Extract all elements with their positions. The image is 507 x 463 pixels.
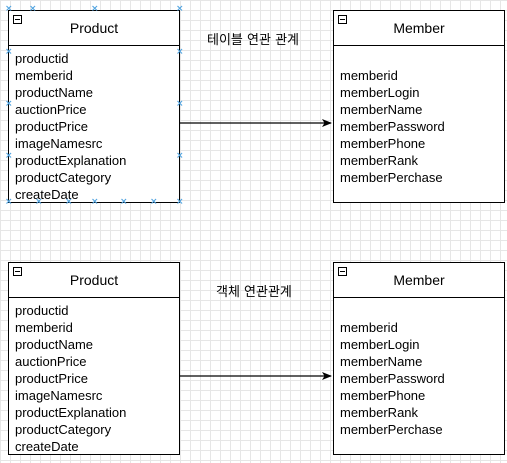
field-memberpassword: memberPassword bbox=[340, 119, 445, 134]
relation-label-1: 테이블 연관 관계 bbox=[207, 33, 299, 48]
field-list: productid memberid productName auctionPr… bbox=[15, 50, 126, 203]
selection-handle-icon[interactable]: × bbox=[176, 99, 184, 109]
entity-title: Member bbox=[393, 272, 445, 288]
field-createdate: createDate bbox=[15, 187, 79, 202]
selection-handle-icon[interactable]: × bbox=[176, 4, 184, 14]
collapse-icon[interactable] bbox=[338, 267, 347, 276]
field-productid: productid bbox=[15, 51, 69, 66]
field-membername: memberName bbox=[340, 102, 423, 117]
field-memberlogin: memberLogin bbox=[340, 85, 420, 100]
selection-handle-icon[interactable]: × bbox=[91, 4, 99, 14]
field-productprice: productPrice bbox=[15, 119, 88, 134]
entity-product-1[interactable]: Product productid memberid productName a… bbox=[8, 10, 180, 203]
field-productcategory: productCategory bbox=[15, 422, 112, 437]
field-productprice: productPrice bbox=[15, 371, 88, 386]
field-productid: productid bbox=[15, 303, 69, 318]
collapse-icon[interactable] bbox=[13, 15, 22, 24]
field-memberid: memberid bbox=[340, 68, 398, 83]
field-productname: productName bbox=[15, 85, 94, 100]
entity-product-2[interactable]: Product productid memberid productName a… bbox=[8, 262, 180, 455]
selection-handle-icon[interactable]: × bbox=[176, 151, 184, 161]
field-createdate: createDate bbox=[15, 439, 79, 454]
entity-header: Member bbox=[334, 263, 504, 298]
entity-header: Product bbox=[9, 263, 179, 298]
field-productcategory: productCategory bbox=[15, 170, 112, 185]
entity-member-2[interactable]: Member memberid memberLogin memberName m… bbox=[333, 262, 505, 455]
selection-handle-icon[interactable]: × bbox=[176, 197, 184, 207]
field-memberpassword: memberPassword bbox=[340, 371, 445, 386]
selection-handle-icon[interactable]: × bbox=[150, 197, 158, 207]
field-memberperchase: memberPerchase bbox=[340, 422, 443, 437]
field-imagenamesrc: imageNamesrc bbox=[15, 136, 103, 151]
entity-member-1[interactable]: Member memberid memberLogin memberName m… bbox=[333, 10, 505, 203]
field-membername: memberName bbox=[340, 354, 423, 369]
field-list: memberid memberLogin memberName memberPa… bbox=[340, 319, 445, 438]
selection-handle-icon[interactable]: × bbox=[5, 151, 13, 161]
selection-handle-icon[interactable]: × bbox=[5, 4, 13, 14]
field-memberrank: memberRank bbox=[340, 153, 419, 168]
field-productexplanation: productExplanation bbox=[15, 153, 127, 168]
field-productexplanation: productExplanation bbox=[15, 405, 127, 420]
field-memberlogin: memberLogin bbox=[340, 337, 420, 352]
entity-header: Product bbox=[9, 11, 179, 46]
relation-label-2: 객체 연관관계 bbox=[216, 285, 292, 300]
entity-header: Member bbox=[334, 11, 504, 46]
collapse-icon[interactable] bbox=[338, 15, 347, 24]
entity-title: Product bbox=[69, 272, 119, 288]
field-memberphone: memberPhone bbox=[340, 388, 426, 403]
selection-handle-icon[interactable]: × bbox=[65, 197, 73, 207]
selection-handle-icon[interactable]: × bbox=[91, 197, 99, 207]
field-memberphone: memberPhone bbox=[340, 136, 426, 151]
field-memberperchase: memberPerchase bbox=[340, 170, 443, 185]
selection-handle-icon[interactable]: × bbox=[35, 197, 43, 207]
field-list: productid memberid productName auctionPr… bbox=[15, 302, 126, 455]
field-memberid: memberid bbox=[15, 68, 73, 83]
selection-handle-icon[interactable]: × bbox=[29, 4, 37, 14]
field-list: memberid memberLogin memberName memberPa… bbox=[340, 67, 445, 186]
selection-handle-icon[interactable]: × bbox=[5, 99, 13, 109]
field-memberid: memberid bbox=[15, 320, 73, 335]
selection-handle-icon[interactable]: × bbox=[5, 47, 13, 57]
collapse-icon[interactable] bbox=[13, 267, 22, 276]
selection-handle-icon[interactable]: × bbox=[176, 47, 184, 57]
field-memberid: memberid bbox=[340, 320, 398, 335]
entity-title: Member bbox=[393, 20, 445, 36]
field-auctionprice: auctionPrice bbox=[15, 354, 87, 369]
selection-handle-icon[interactable]: × bbox=[5, 197, 13, 207]
field-memberrank: memberRank bbox=[340, 405, 419, 420]
field-auctionprice: auctionPrice bbox=[15, 102, 87, 117]
entity-title: Product bbox=[69, 20, 119, 36]
field-productname: productName bbox=[15, 337, 94, 352]
selection-handle-icon[interactable]: × bbox=[120, 197, 128, 207]
field-imagenamesrc: imageNamesrc bbox=[15, 388, 103, 403]
